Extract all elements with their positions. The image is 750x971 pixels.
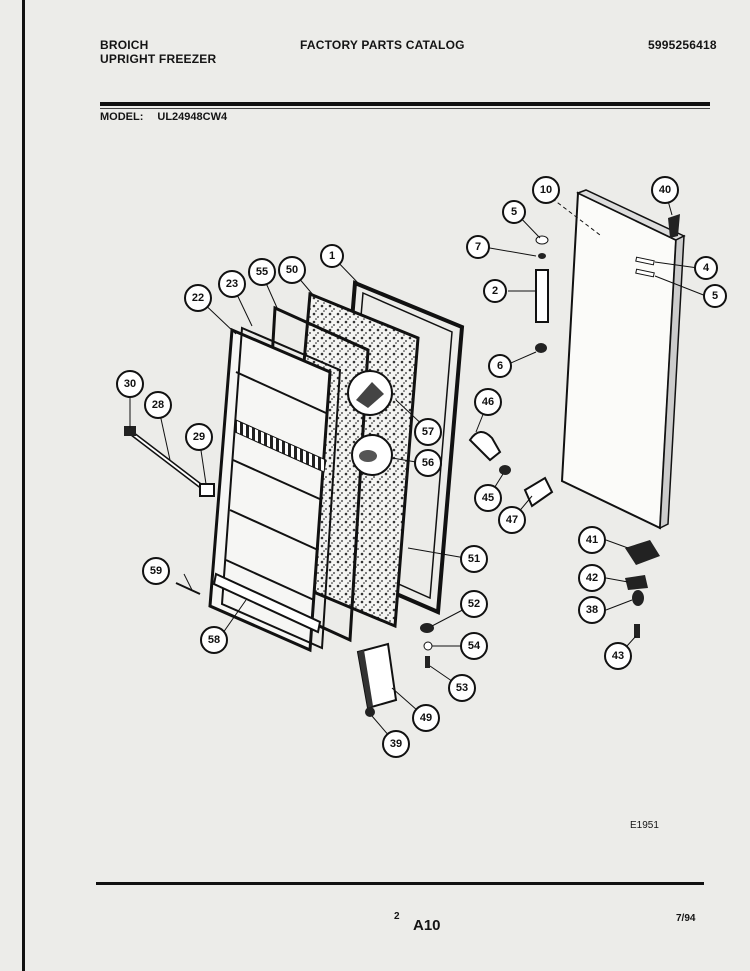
detail-inset-bottom bbox=[351, 434, 393, 476]
svg-text:42: 42 bbox=[586, 572, 598, 584]
svg-text:51: 51 bbox=[468, 553, 480, 565]
callout-49: 49 bbox=[412, 704, 440, 732]
kick-plate-cover bbox=[175, 582, 434, 717]
callout-55: 55 bbox=[248, 258, 276, 286]
door-outer-panel bbox=[560, 189, 686, 530]
callout-42: 42 bbox=[578, 564, 606, 592]
callout-10: 10 bbox=[532, 176, 560, 204]
svg-text:10: 10 bbox=[540, 184, 552, 196]
shelf-rail bbox=[124, 426, 215, 497]
detail-inset-top bbox=[347, 370, 393, 416]
figure-id: E1951 bbox=[630, 820, 659, 831]
callout-54: 54 bbox=[460, 632, 488, 660]
callout-56: 56 bbox=[414, 449, 442, 477]
svg-text:1: 1 bbox=[329, 250, 335, 262]
callout-46: 46 bbox=[474, 388, 502, 416]
callout-47: 47 bbox=[498, 506, 526, 534]
door-handle bbox=[535, 235, 549, 353]
callout-7: 7 bbox=[466, 235, 490, 259]
model-label: MODEL: bbox=[100, 111, 144, 123]
svg-text:4: 4 bbox=[703, 262, 710, 274]
revision-date: 7/94 bbox=[676, 913, 696, 924]
callout-43: 43 bbox=[604, 642, 632, 670]
svg-text:22: 22 bbox=[192, 292, 204, 304]
footer-rule bbox=[96, 882, 704, 885]
callout-29: 29 bbox=[185, 423, 213, 451]
callout-52: 52 bbox=[460, 590, 488, 618]
svg-text:58: 58 bbox=[208, 634, 220, 646]
callout-57: 57 bbox=[414, 418, 442, 446]
page-index: 2 bbox=[394, 911, 400, 922]
svg-text:56: 56 bbox=[422, 457, 434, 469]
product-type: UPRIGHT FREEZER bbox=[100, 52, 217, 66]
callout-6: 6 bbox=[488, 354, 512, 378]
callout-59: 59 bbox=[142, 557, 170, 585]
svg-text:50: 50 bbox=[286, 264, 298, 276]
callout-50: 50 bbox=[278, 256, 306, 284]
svg-text:41: 41 bbox=[586, 534, 598, 546]
catalog-title: FACTORY PARTS CATALOG bbox=[300, 38, 465, 52]
header-rule-thin bbox=[100, 108, 710, 109]
svg-text:46: 46 bbox=[482, 396, 494, 408]
svg-text:54: 54 bbox=[468, 640, 481, 652]
brand-block: BROICH UPRIGHT FREEZER bbox=[100, 38, 216, 66]
svg-text:43: 43 bbox=[612, 650, 624, 662]
callout-39: 39 bbox=[382, 730, 410, 758]
svg-text:40: 40 bbox=[659, 184, 671, 196]
svg-text:52: 52 bbox=[468, 598, 480, 610]
callout-38: 38 bbox=[578, 596, 606, 624]
svg-text:45: 45 bbox=[482, 492, 494, 504]
svg-text:5: 5 bbox=[712, 290, 718, 302]
callout-23: 23 bbox=[218, 270, 246, 298]
callout-58: 58 bbox=[200, 626, 228, 654]
svg-text:57: 57 bbox=[422, 426, 434, 438]
svg-text:38: 38 bbox=[586, 604, 598, 616]
svg-text:49: 49 bbox=[420, 712, 432, 724]
svg-text:6: 6 bbox=[497, 360, 503, 372]
svg-text:59: 59 bbox=[150, 565, 162, 577]
svg-text:30: 30 bbox=[124, 378, 136, 390]
svg-text:2: 2 bbox=[492, 285, 498, 297]
callout-41: 41 bbox=[578, 526, 606, 554]
callout-22: 22 bbox=[184, 284, 212, 312]
callout-4: 4 bbox=[694, 256, 718, 280]
callout-40: 40 bbox=[651, 176, 679, 204]
brand-name: BROICH bbox=[100, 38, 149, 52]
callout-2: 2 bbox=[483, 279, 507, 303]
page-code: A10 bbox=[413, 917, 441, 934]
hinge-assembly bbox=[468, 214, 680, 638]
svg-text:5: 5 bbox=[511, 206, 517, 218]
model-line: MODEL: UL24948CW4 bbox=[100, 111, 227, 123]
callout-1: 1 bbox=[320, 244, 344, 268]
header-rule bbox=[100, 102, 710, 106]
svg-text:28: 28 bbox=[152, 399, 164, 411]
callout-53: 53 bbox=[448, 674, 476, 702]
bottom-trim bbox=[212, 572, 322, 634]
callout-45: 45 bbox=[474, 484, 502, 512]
svg-text:47: 47 bbox=[506, 514, 518, 526]
callout-28: 28 bbox=[144, 391, 172, 419]
svg-text:29: 29 bbox=[193, 431, 205, 443]
callout-51: 51 bbox=[460, 545, 488, 573]
callout-5-right: 5 bbox=[703, 284, 727, 308]
callout-30: 30 bbox=[116, 370, 144, 398]
model-number: UL24948CW4 bbox=[157, 111, 228, 123]
svg-text:55: 55 bbox=[256, 266, 268, 278]
svg-text:7: 7 bbox=[475, 241, 481, 253]
svg-text:53: 53 bbox=[456, 682, 468, 694]
callout-5-top: 5 bbox=[502, 200, 526, 224]
binder-edge bbox=[22, 0, 25, 971]
catalog-number: 5995256418 bbox=[648, 38, 717, 52]
svg-text:23: 23 bbox=[226, 278, 238, 290]
door-liner-shelves bbox=[208, 326, 342, 653]
svg-text:39: 39 bbox=[390, 738, 402, 750]
